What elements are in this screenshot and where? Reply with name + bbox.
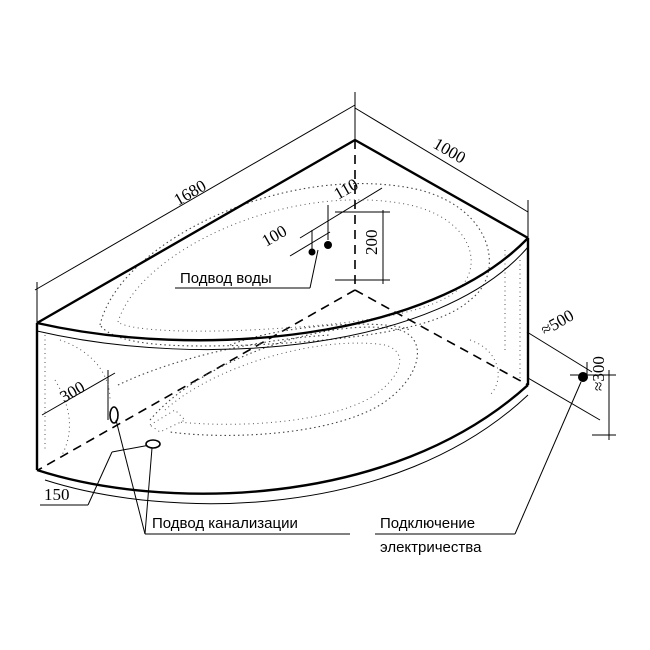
dim-150: 150 <box>44 485 70 504</box>
connection-points <box>109 241 588 449</box>
dimension-lines <box>34 92 616 506</box>
leader-lines <box>115 249 582 535</box>
drain-outlet-2 <box>145 439 161 449</box>
dim-electric-500: ≈500 <box>538 306 578 340</box>
hidden-edges <box>37 140 529 471</box>
dim-1000: 1000 <box>430 134 469 167</box>
tub-interior-dots <box>44 183 521 456</box>
water-inlet-2 <box>308 248 316 256</box>
electric-point <box>578 372 588 382</box>
dim-110: 110 <box>331 175 362 204</box>
dim-electric-300: ≈300 <box>589 356 608 391</box>
dim-300-left: 300 <box>57 377 89 406</box>
water-inlet-1 <box>324 241 332 249</box>
label-water-supply: Подвод воды <box>180 270 272 287</box>
label-electric-line1: Подключение <box>380 515 475 532</box>
dim-200: 200 <box>362 230 381 256</box>
dim-100: 100 <box>259 221 291 250</box>
drain-outlet-1 <box>109 406 119 424</box>
dim-1680: 1680 <box>171 176 210 209</box>
label-drain: Подвод канализации <box>152 515 298 532</box>
label-electric-line2: электричества <box>380 539 482 556</box>
tub-outline <box>35 138 530 505</box>
